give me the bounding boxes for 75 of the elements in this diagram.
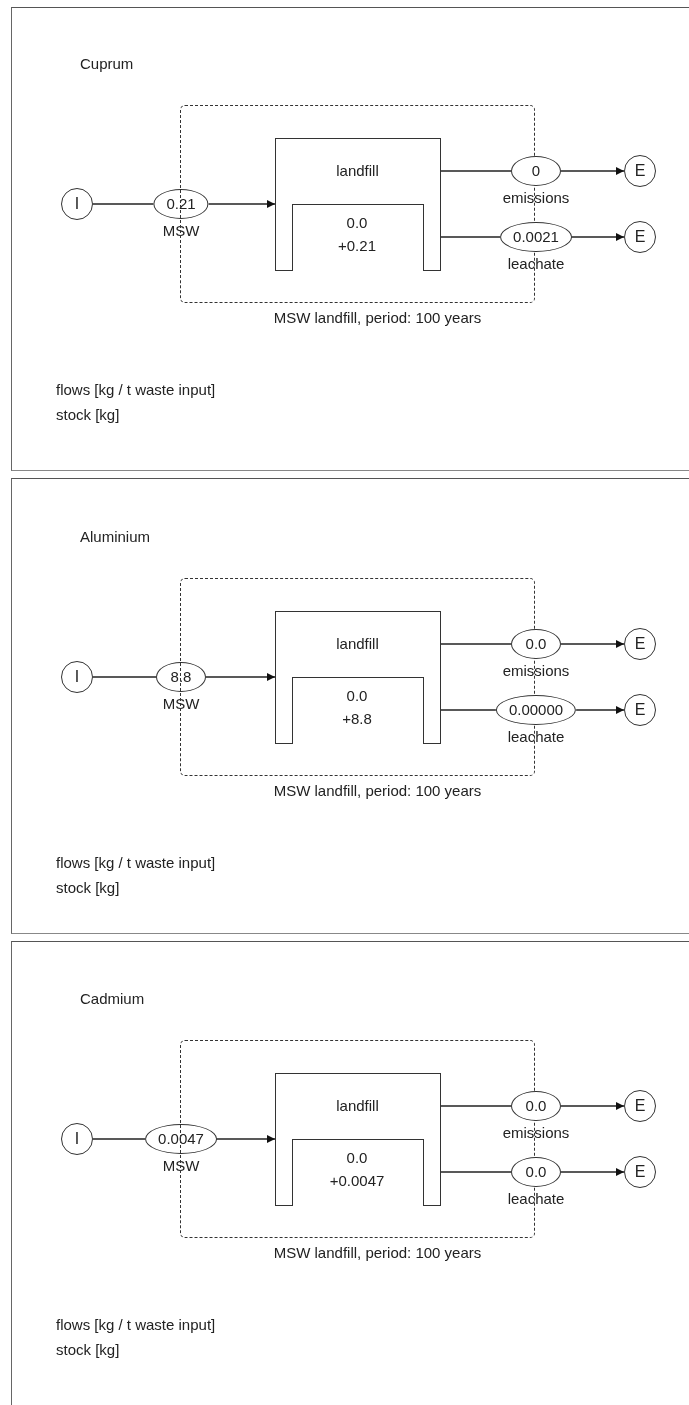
flow-value-ellipse: 0 xyxy=(511,156,561,186)
stock-box xyxy=(291,203,424,271)
flow-value-ellipse: 0.0021 xyxy=(500,222,572,252)
system-boundary-caption: MSW landfill, period: 100 years xyxy=(273,309,482,326)
flow-name: MSW xyxy=(162,695,200,712)
sink-circle: E xyxy=(624,694,656,726)
flow-arrow xyxy=(571,233,625,241)
panel-title: Cadmium xyxy=(80,990,145,1007)
panel-frame xyxy=(11,7,689,471)
stock-change: +0.0047 xyxy=(329,1172,385,1189)
sink-circle: E xyxy=(624,1090,656,1122)
flow-arrow xyxy=(216,1135,276,1143)
source-circle: I xyxy=(61,661,93,693)
panel-frame xyxy=(11,941,689,1405)
flow-line xyxy=(440,643,512,645)
system-boundary-caption: MSW landfill, period: 100 years xyxy=(273,1244,482,1261)
flow-name: MSW xyxy=(162,222,200,239)
flow-line xyxy=(440,236,501,238)
flow-name: leachate xyxy=(507,255,565,272)
sink-circle: E xyxy=(624,1156,656,1188)
flow-value-ellipse: 0.00000 xyxy=(495,695,577,725)
unit-note: flows [kg / t waste input] xyxy=(56,1316,216,1333)
sink-circle: E xyxy=(624,155,656,187)
flow-arrow xyxy=(575,706,625,714)
panel-title: Aluminium xyxy=(80,528,151,545)
flow-name: leachate xyxy=(507,728,565,745)
panel-title: Cuprum xyxy=(80,55,134,72)
flow-line xyxy=(92,203,155,205)
flow-line xyxy=(92,1138,146,1140)
sink-circle: E xyxy=(624,628,656,660)
unit-note: stock [kg] xyxy=(56,879,120,896)
flow-line xyxy=(440,1171,512,1173)
unit-note: flows [kg / t waste input] xyxy=(56,854,216,871)
process-box xyxy=(275,1073,441,1206)
flow-arrow xyxy=(560,1102,625,1110)
process-box xyxy=(275,611,441,744)
flow-line xyxy=(440,170,512,172)
flow-line xyxy=(440,709,497,711)
flow-value-ellipse: 0.0 xyxy=(511,629,561,659)
stock-box xyxy=(291,1138,424,1206)
flow-value-ellipse: 0.0 xyxy=(511,1091,561,1121)
flow-arrow xyxy=(560,167,625,175)
stock-value: 0.0 xyxy=(346,687,368,704)
stock-change: +0.21 xyxy=(338,237,376,254)
flow-value-ellipse: 0.0 xyxy=(511,1157,561,1187)
sink-circle: E xyxy=(624,221,656,253)
flow-arrow xyxy=(207,200,276,208)
flow-line xyxy=(440,1105,512,1107)
unit-note: stock [kg] xyxy=(56,1341,120,1358)
process-label: landfill xyxy=(336,1096,379,1114)
stock-box xyxy=(291,676,424,744)
process-label: landfill xyxy=(336,161,379,179)
flow-name: leachate xyxy=(507,1190,565,1207)
stock-change: +8.8 xyxy=(342,710,372,727)
stock-value: 0.0 xyxy=(346,214,368,231)
process-box xyxy=(275,138,441,271)
unit-note: flows [kg / t waste input] xyxy=(56,381,216,398)
flow-value-ellipse: 0.21 xyxy=(153,189,209,219)
unit-note: stock [kg] xyxy=(56,406,120,423)
source-circle: I xyxy=(61,1123,93,1155)
flow-arrow xyxy=(560,640,625,648)
process-label: landfill xyxy=(336,634,379,652)
flow-line xyxy=(92,676,157,678)
system-boundary-caption: MSW landfill, period: 100 years xyxy=(273,782,482,799)
flow-name: MSW xyxy=(162,1157,200,1174)
flow-arrow xyxy=(205,673,276,681)
flow-value-ellipse: 8.8 xyxy=(156,662,206,692)
panel-frame xyxy=(11,478,689,934)
flow-name: emissions xyxy=(502,662,570,679)
stock-value: 0.0 xyxy=(346,1149,368,1166)
flow-name: emissions xyxy=(502,1124,570,1141)
flow-name: emissions xyxy=(502,189,570,206)
flow-value-ellipse: 0.0047 xyxy=(145,1124,217,1154)
flow-arrow xyxy=(560,1168,625,1176)
source-circle: I xyxy=(61,188,93,220)
